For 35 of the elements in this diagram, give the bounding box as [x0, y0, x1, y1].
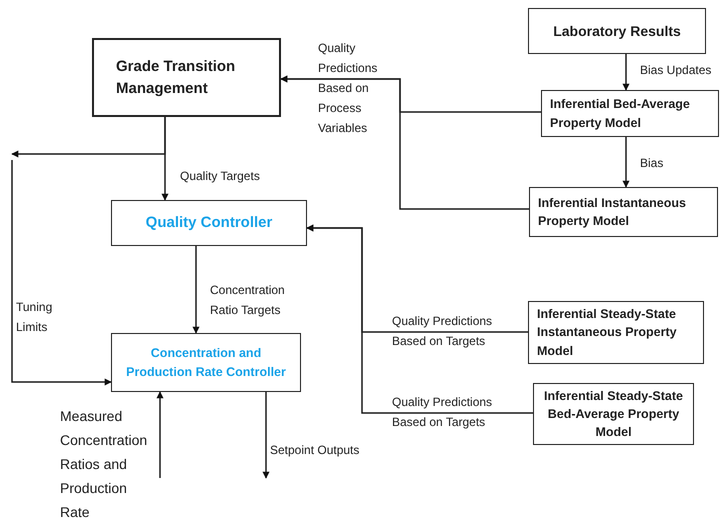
- node-text: Concentration and Production Rate Controller: [125, 345, 287, 380]
- arrow: [306, 224, 533, 414]
- edge-label: Quality Predictions Based on Targets: [392, 313, 494, 350]
- node-text: Grade Transition Management: [115, 56, 236, 98]
- edge-label: Setpoint Outputs: [270, 442, 360, 459]
- process-box: [533, 383, 694, 445]
- edge-label: Bias Updates: [640, 62, 712, 79]
- node-text: Inferential Instantaneous Property Model: [537, 194, 687, 230]
- process-box: [529, 187, 718, 237]
- edge-label: Quality Predictions Based on Process Variables: [318, 40, 378, 137]
- arrow: [622, 54, 630, 91]
- edge-label: Quality Targets: [180, 168, 261, 185]
- edge-label: Bias: [640, 155, 664, 172]
- edge-label: Quality Predictions Based on Targets: [392, 394, 494, 431]
- arrow: [11, 160, 112, 386]
- process-box: [528, 8, 706, 54]
- node-text: Inferential Steady-State Bed-Average Property Model: [543, 388, 684, 442]
- node-text: Quality Controller: [144, 213, 274, 234]
- process-box: [92, 38, 281, 117]
- arrow: [622, 137, 630, 188]
- arrow: [280, 76, 529, 210]
- arrow: [156, 391, 164, 478]
- arrow: [11, 117, 166, 158]
- edge-label: Concentration Ratio Targets: [210, 282, 286, 319]
- process-box: [528, 301, 704, 364]
- edge-label: Measured Concentration Ratios and Production Rate: [60, 407, 148, 522]
- process-box: [111, 333, 301, 392]
- node-text: Inferential Bed-Average Property Model: [549, 96, 691, 132]
- arrow: [262, 392, 270, 479]
- node-text: Inferential Steady-State Instantaneous Property Model: [536, 306, 678, 360]
- process-box: [111, 200, 307, 246]
- edge-label: Tuning Limits: [16, 299, 54, 336]
- node-text: Laboratory Results: [552, 22, 682, 41]
- arrow: [192, 246, 200, 334]
- process-box: [541, 90, 719, 137]
